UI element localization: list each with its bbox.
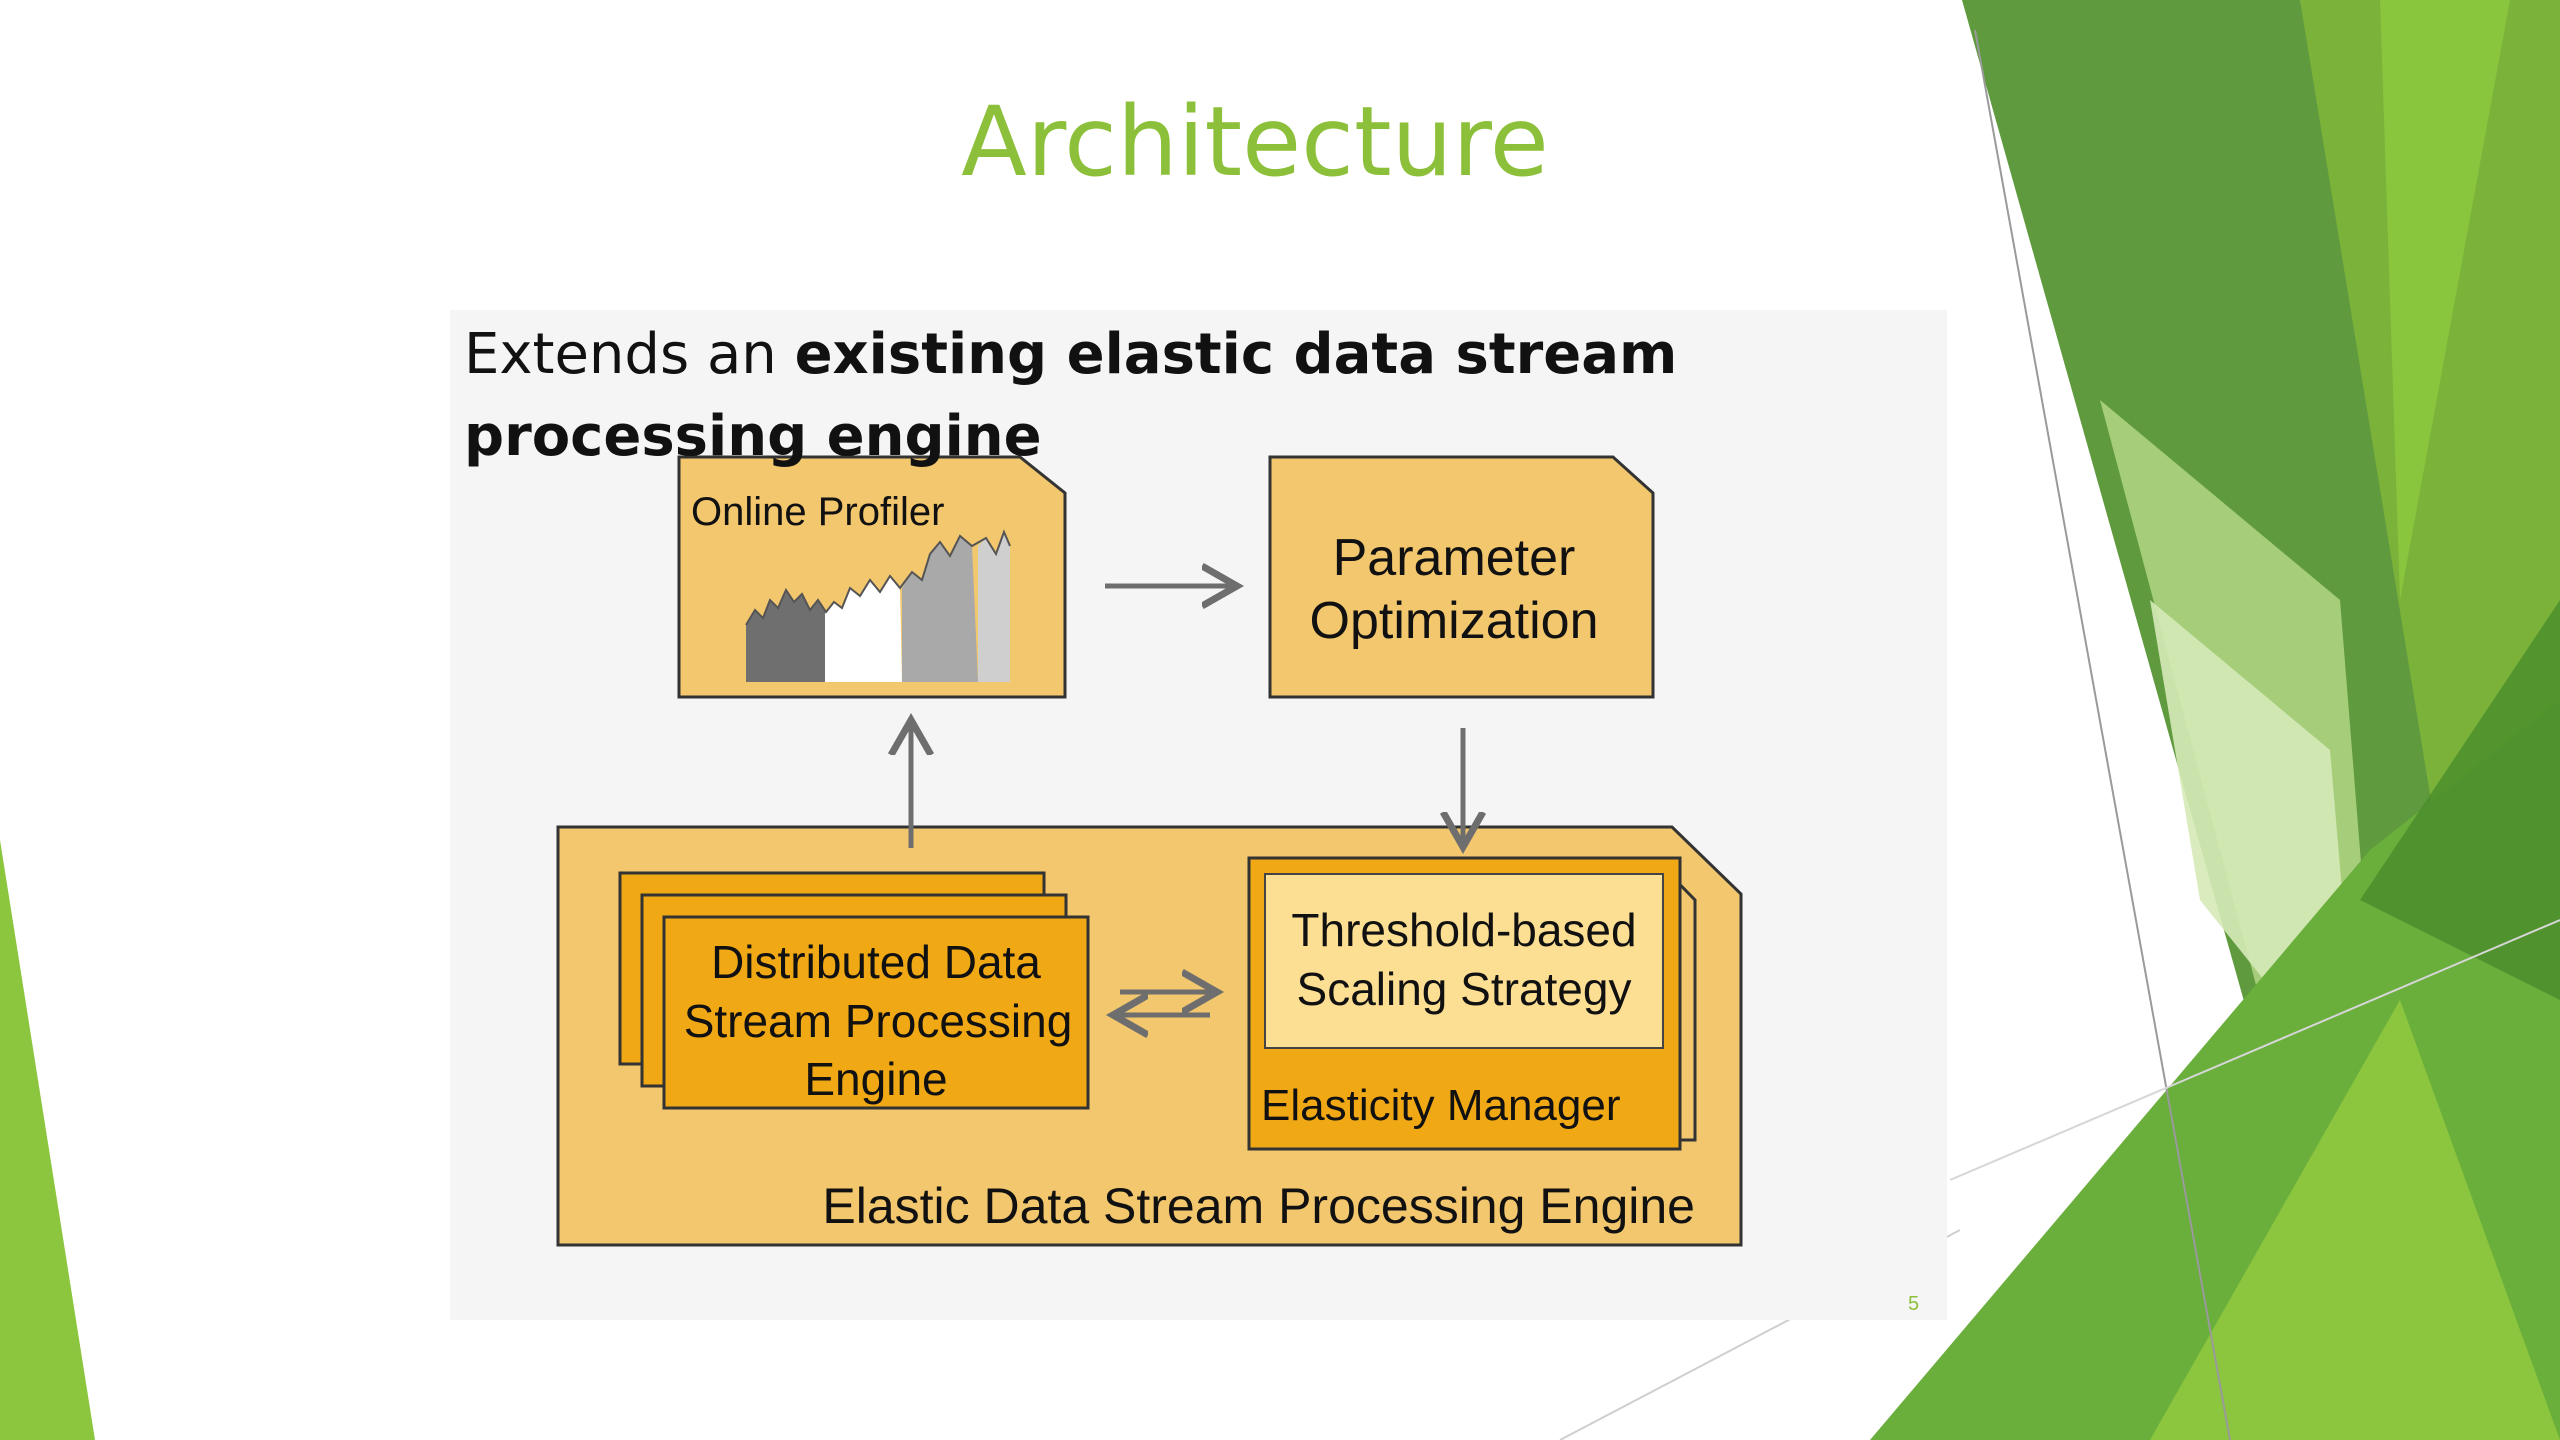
slide-title: Architecture bbox=[961, 86, 1549, 198]
parameter-optimization-box bbox=[1268, 455, 1655, 699]
diagram-panel: Online Profiler Parameter Optimization E… bbox=[450, 310, 1947, 1320]
distributed-engine-label-line1: Distributed Data bbox=[711, 936, 1041, 988]
threshold-strategy-box bbox=[1264, 873, 1664, 1049]
distributed-engine-label-line3: Engine bbox=[804, 1053, 947, 1105]
online-profiler-label: Online Profiler bbox=[691, 490, 944, 534]
threshold-strategy-label-line2: Scaling Strategy bbox=[1297, 963, 1632, 1015]
threshold-strategy-label-line1: Threshold-based bbox=[1291, 904, 1636, 956]
distributed-engine-box bbox=[662, 915, 1090, 1110]
elastic-engine-label: Elastic Data Stream Processing Engine bbox=[822, 1178, 1695, 1234]
profiler-chart-icon bbox=[745, 529, 1011, 682]
panel-heading: Extends an existing elastic data stream … bbox=[464, 314, 1934, 478]
elasticity-manager-label: Elasticity Manager bbox=[1261, 1081, 1620, 1130]
distributed-engine-label-line2: Stream Processing bbox=[684, 995, 1073, 1047]
panel-heading-bold: existing elastic data stream processing … bbox=[464, 322, 1678, 469]
parameter-optimization-label-line2: Optimization bbox=[1310, 592, 1599, 650]
parameter-optimization-label-line1: Parameter bbox=[1333, 529, 1576, 587]
architecture-diagram: Online Profiler Parameter Optimization E… bbox=[556, 455, 1743, 1247]
panel-heading-plain: Extends an bbox=[464, 322, 795, 387]
page-number: 5 bbox=[1908, 1293, 1920, 1315]
